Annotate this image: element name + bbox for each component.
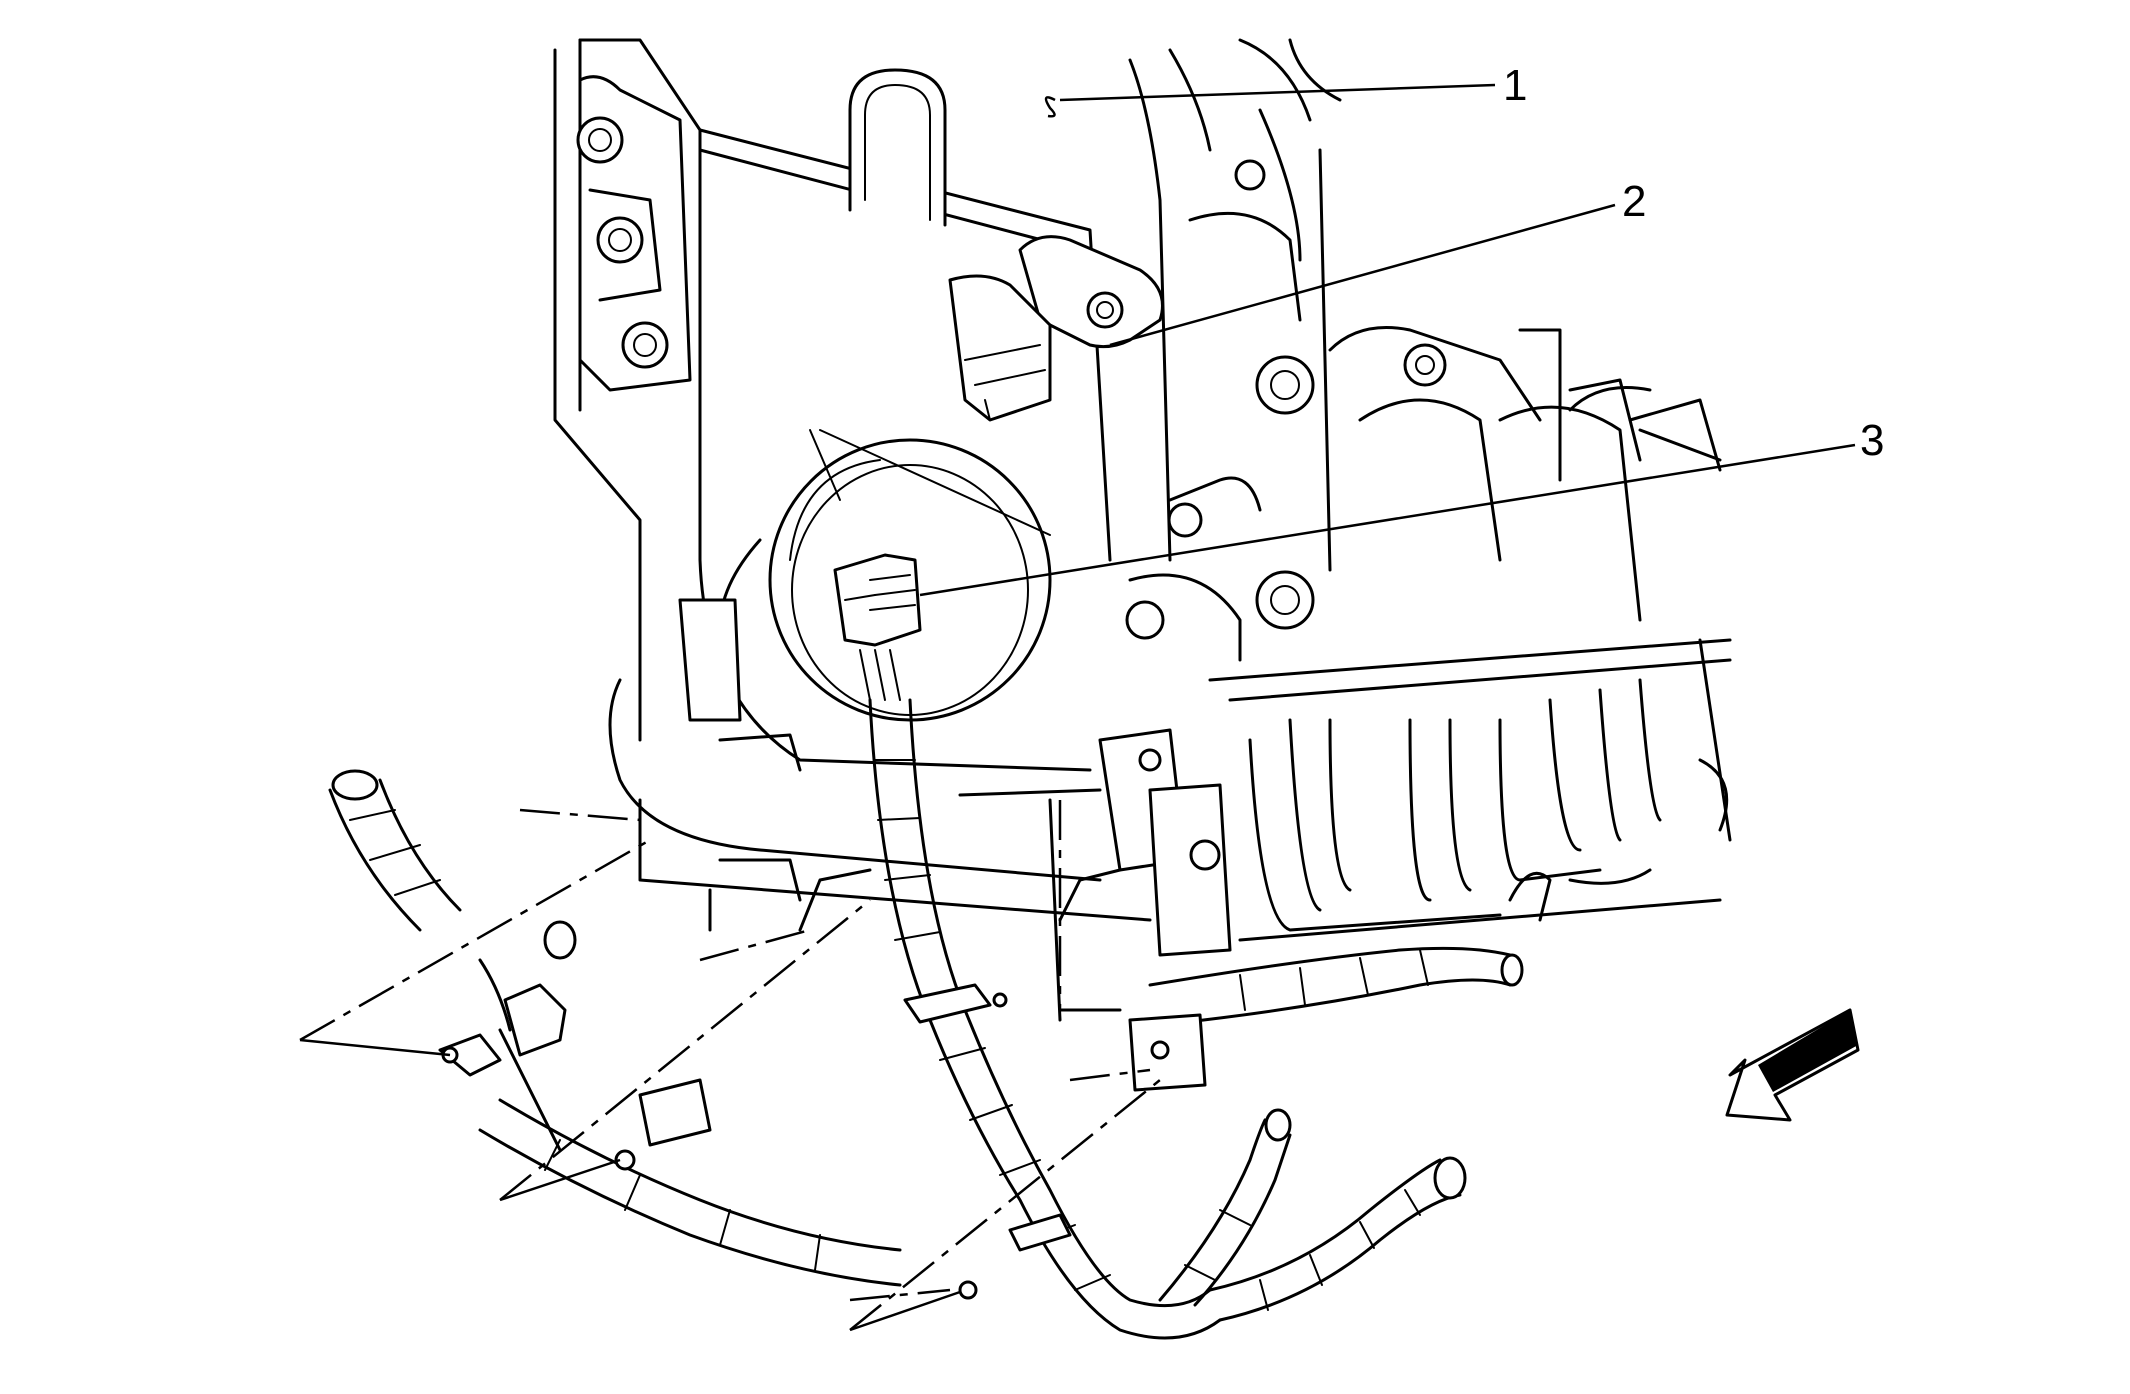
- sensor-harness-connector: [833, 553, 922, 701]
- callout-3: 3: [1860, 416, 1884, 465]
- wiring-harness-lower: [328, 769, 978, 1300]
- lower-bracket: [608, 598, 1232, 1092]
- alignment-lines: [299, 800, 1161, 1332]
- callout-1: 1: [1503, 61, 1527, 110]
- view-direction-arrow-icon: [1725, 1008, 1860, 1122]
- callout-leaders: [919, 83, 1856, 597]
- engine-front-cover: [553, 38, 1112, 772]
- crankshaft-position-sensor: [948, 235, 1164, 422]
- wiring-harness-right: [1148, 946, 1524, 1027]
- wiring-harness-main: [868, 698, 1467, 1340]
- oil-pan: [1208, 326, 1732, 942]
- callout-2: 2: [1622, 177, 1646, 226]
- engine-block-right: [1125, 38, 1342, 662]
